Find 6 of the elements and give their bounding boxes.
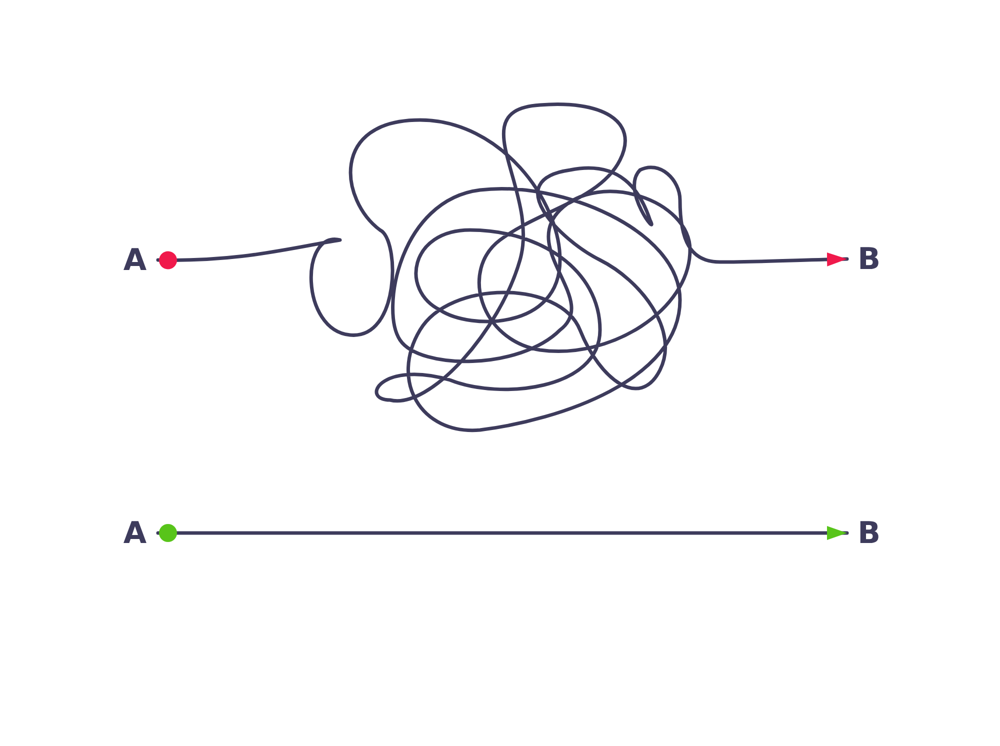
point-label: B <box>858 516 880 550</box>
arrow <box>156 102 849 432</box>
point-label: A <box>123 516 147 550</box>
point-label: B <box>858 242 880 276</box>
point-label: A <box>123 242 147 278</box>
arrow <box>156 524 849 542</box>
